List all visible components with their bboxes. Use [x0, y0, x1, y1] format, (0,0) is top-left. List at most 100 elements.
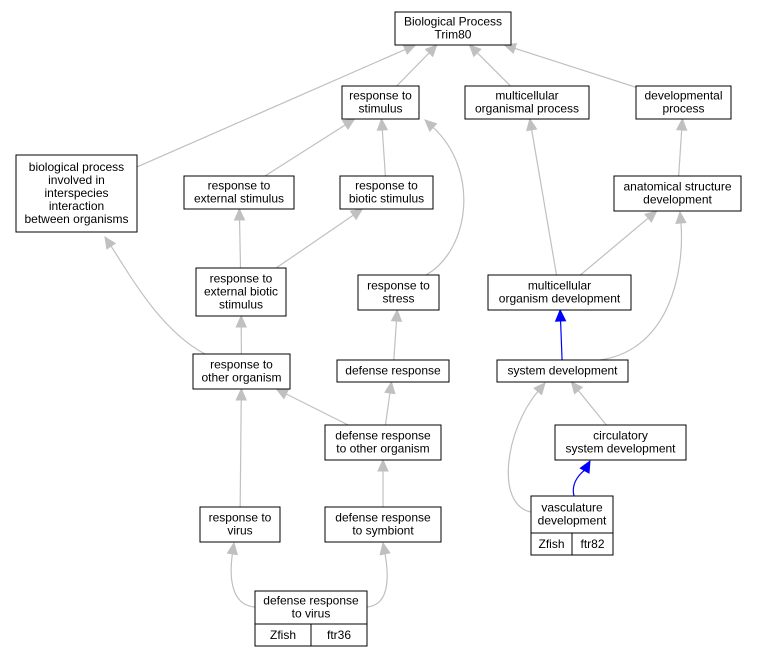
edge-biotic-stim-to-stimulus: [376, 117, 389, 177]
node-label-line: defense response: [335, 429, 431, 443]
annotation-tag[interactable]: Zfish: [254, 623, 312, 647]
node-label-line: multicellular: [495, 89, 558, 103]
edge-def-virus-to-virus: [226, 541, 256, 608]
edge-line: [599, 221, 683, 361]
edge-line: [109, 245, 206, 355]
arrowhead: [226, 541, 239, 556]
arrowhead: [644, 210, 658, 223]
node-label-line: biological process: [29, 160, 124, 174]
annotation-tag[interactable]: Zfish: [530, 532, 573, 556]
node-box: [635, 85, 732, 120]
node-box: [199, 506, 281, 543]
edge-line: [507, 390, 539, 513]
node-label-line: development: [538, 514, 607, 528]
arrowhead: [235, 314, 247, 328]
edge-line: [238, 218, 242, 269]
node-box: [496, 359, 629, 383]
node-label-line: vasculature: [541, 501, 603, 515]
edge-virus-to-other-org: [235, 387, 247, 508]
edge-dev-proc-to-root: [503, 43, 637, 88]
node-label-line: interspecies: [44, 186, 108, 200]
edge-multi-proc-to-root: [468, 44, 511, 87]
node-label-line: organismal process: [475, 102, 579, 116]
arrowhead: [379, 541, 391, 556]
edge-ext-stim-to-stimulus: [264, 118, 356, 177]
node-label-line: developmental: [644, 89, 722, 103]
arrowhead: [376, 117, 389, 131]
node-box: [336, 359, 450, 383]
node-box: [183, 175, 295, 210]
node-label-line: process: [662, 102, 704, 116]
edge-system-dev-to-anat-dev: [599, 210, 687, 361]
tag-label: ftr82: [580, 537, 604, 551]
node-label-line: interaction: [49, 199, 104, 213]
node-label-line: biotic stimulus: [349, 192, 424, 206]
annotation-tag[interactable]: ftr36: [310, 623, 368, 647]
edge-line: [572, 469, 586, 497]
edge-circ-dev-to-system-dev: [570, 381, 607, 426]
edge-defense-to-stress: [390, 308, 403, 361]
arrowhead: [390, 308, 403, 322]
edge-other-org-to-ext-biotic: [235, 314, 247, 355]
go-term-node-defense[interactable]: defense response: [336, 359, 450, 383]
node-label-line: stress: [382, 292, 414, 306]
edge-vasc-dev-to-system-dev: [507, 382, 546, 513]
tag-label: ftr36: [327, 628, 351, 642]
node-box: [195, 267, 287, 317]
edge-line: [264, 123, 347, 177]
node-box: [324, 506, 442, 543]
edge-line: [136, 48, 407, 168]
edge-def-virus-to-symbiont: [366, 541, 391, 608]
edge-system-dev-to-multi-dev: [554, 308, 567, 361]
arrowhead: [275, 388, 290, 400]
arrowhead: [424, 44, 438, 58]
node-box: [394, 11, 512, 46]
edge-line: [275, 214, 355, 269]
node-label-line: response to: [367, 279, 430, 293]
edge-ext-biotic-to-ext-stim: [233, 207, 246, 269]
edge-line: [476, 51, 511, 87]
node-label-line: stimulus: [358, 102, 402, 116]
node-label-line: response to: [208, 179, 271, 193]
edge-line: [239, 398, 242, 508]
annotation-tag[interactable]: ftr82: [571, 532, 614, 556]
edge-line: [530, 128, 558, 276]
node-label-line: development: [643, 193, 712, 207]
node-box: [357, 274, 440, 311]
arrowhead: [468, 44, 482, 58]
node-label-line: organism development: [499, 292, 621, 306]
node-box: [192, 353, 291, 390]
edge-stimulus-to-root: [396, 44, 438, 87]
edge-line: [230, 552, 256, 608]
edge-line: [678, 128, 683, 177]
node-label-line: other organism: [201, 371, 281, 385]
edge-line: [285, 392, 349, 426]
node-label-line: to other organism: [336, 442, 429, 456]
edge-def-other-to-defense: [384, 380, 396, 426]
go-term-node-system-dev[interactable]: system development: [496, 359, 629, 383]
node-box: [487, 274, 632, 311]
tag-box: [571, 532, 614, 556]
node-label-line: circulatory: [593, 429, 648, 443]
node-label-line: response to: [355, 179, 418, 193]
tag-box: [310, 623, 368, 647]
